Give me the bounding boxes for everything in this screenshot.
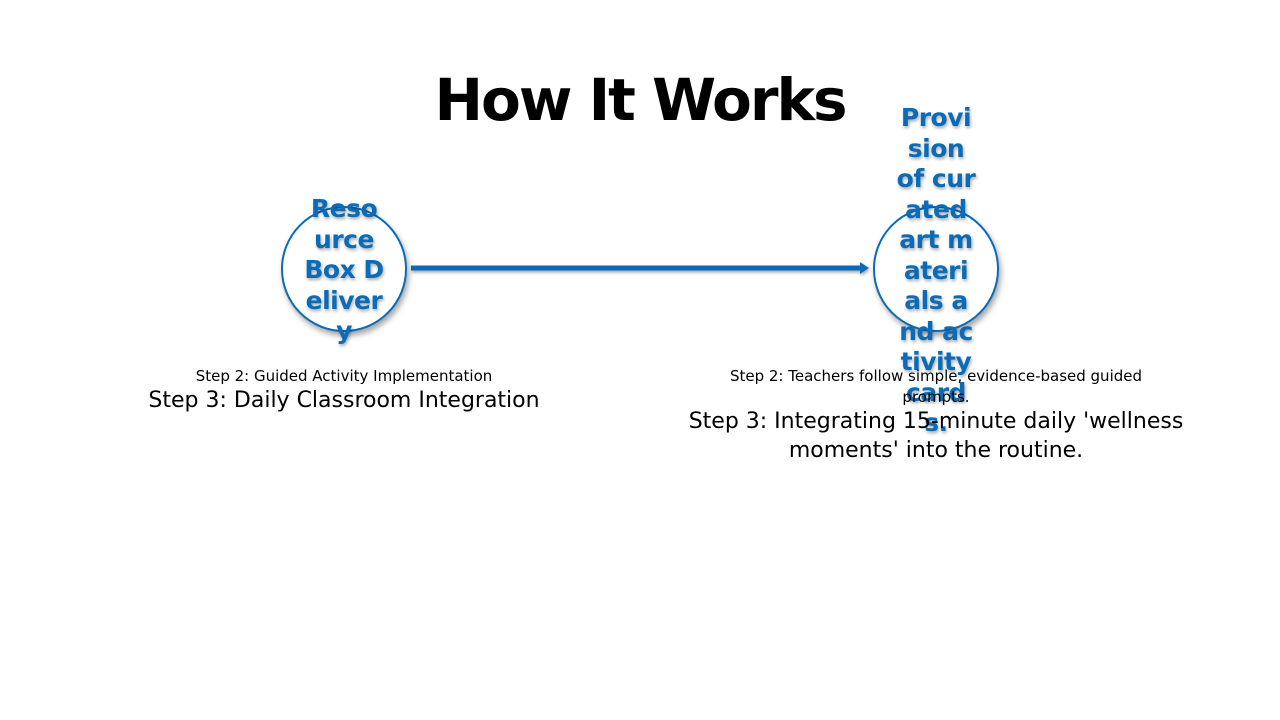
left-step-2-text: Step 2: Guided Activity Implementation xyxy=(195,367,493,385)
right-step-2-text: Step 2: Teachers follow simple, evidence… xyxy=(729,367,1143,406)
node-label-provision: Provision of curated art materials and a… xyxy=(896,103,976,437)
step-node-resource-box xyxy=(281,206,407,332)
step-node-provision xyxy=(873,206,999,332)
right-step-3-text: Step 3: Integrating 15-minute daily 'wel… xyxy=(688,409,1184,463)
connector-arrowhead xyxy=(860,262,869,274)
left-step-3-text: Step 3: Daily Classroom Integration xyxy=(148,388,540,413)
node-label-resource-box: Resource Box Delivery xyxy=(304,194,384,345)
slide-title: How It Works xyxy=(434,66,847,134)
